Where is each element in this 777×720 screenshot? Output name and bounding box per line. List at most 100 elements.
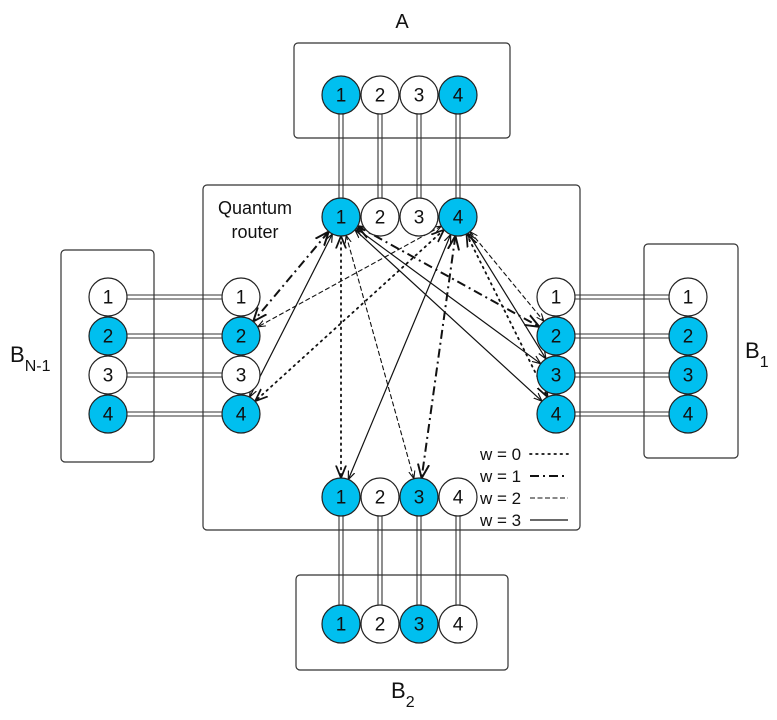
router-port-B1-2: 2	[536, 316, 576, 356]
qubit-B2-1: 1	[321, 604, 361, 644]
router-port-B2-4: 4	[438, 477, 478, 517]
qubit-circle	[360, 477, 400, 517]
qubit-circle	[668, 316, 708, 356]
qubit-label: 1	[336, 615, 347, 636]
legend-label-w3: w = 3	[479, 511, 521, 530]
legend: w = 0 w = 1 w = 2 w = 3	[479, 445, 569, 530]
qubit-label: 3	[236, 366, 247, 387]
qubit-label: 1	[551, 288, 562, 309]
router-port-A-3: 3	[399, 197, 439, 237]
group-BN1-label: BN-1	[10, 342, 51, 375]
router-port-B2-3: 3	[399, 477, 439, 517]
qubit-label: 2	[375, 86, 386, 107]
qubit-label: 3	[414, 488, 425, 509]
qubit-label: 2	[375, 208, 386, 229]
qubit-A-1: 1	[321, 75, 361, 115]
qubit-circle	[321, 197, 361, 237]
qubit-label: 1	[103, 288, 114, 309]
qubit-circle	[399, 197, 439, 237]
router-port-B1-1: 1	[536, 277, 576, 317]
qubit-label: 3	[683, 366, 694, 387]
qubit-label: 4	[453, 488, 464, 509]
qubit-label: 2	[103, 327, 114, 348]
qubit-label: 1	[336, 208, 347, 229]
qubit-circle	[399, 604, 439, 644]
qubit-circle	[88, 277, 128, 317]
legend-label-w1: w = 1	[479, 467, 521, 486]
qubit-A-4: 4	[438, 75, 478, 115]
edge-A.4-B1.4-w0	[467, 234, 548, 397]
router-port-B1-4: 4	[536, 394, 576, 434]
qubit-circle	[399, 477, 439, 517]
qubit-circle	[438, 477, 478, 517]
router-edges	[250, 226, 548, 479]
qubit-label: 3	[103, 366, 114, 387]
group-B2-label: B2	[391, 678, 415, 711]
qubit-label: 1	[336, 86, 347, 107]
qubit-circle	[321, 477, 361, 517]
qubit-label: 2	[551, 327, 562, 348]
router-port-A-2: 2	[360, 197, 400, 237]
qubit-circle	[221, 355, 261, 395]
qubit-circle	[221, 394, 261, 434]
group-B1-label: B1	[745, 338, 769, 371]
qubit-BN1-4: 4	[88, 394, 128, 434]
qubit-circle	[438, 75, 478, 115]
qubit-circle	[321, 604, 361, 644]
qubit-circle	[360, 197, 400, 237]
router-port-BN1-3: 3	[221, 355, 261, 395]
qubit-B1-3: 3	[668, 355, 708, 395]
qubit-circle	[536, 316, 576, 356]
qubit-label: 1	[683, 288, 694, 309]
qubit-B2-3: 3	[399, 604, 439, 644]
qubit-label: 3	[414, 208, 425, 229]
router-port-B1-3: 3	[536, 355, 576, 395]
qubit-circle	[221, 316, 261, 356]
qubit-B1-2: 2	[668, 316, 708, 356]
qubit-B2-2: 2	[360, 604, 400, 644]
qubit-circle	[536, 355, 576, 395]
qubit-circle	[88, 316, 128, 356]
qubit-label: 4	[453, 208, 464, 229]
router-port-BN1-4: 4	[221, 394, 261, 434]
router-title: Quantum	[218, 198, 292, 218]
router-port-A-4: 4	[438, 197, 478, 237]
qubit-label: 4	[453, 615, 464, 636]
qubit-BN1-3: 3	[88, 355, 128, 395]
qubit-label: 4	[453, 86, 464, 107]
qubit-label: 2	[375, 488, 386, 509]
qubit-circle	[536, 277, 576, 317]
router-subtitle: router	[231, 222, 278, 242]
qubit-circle	[321, 75, 361, 115]
qubit-label: 2	[683, 327, 694, 348]
qubit-label: 2	[236, 327, 247, 348]
qubit-label: 4	[103, 405, 114, 426]
qubit-circle	[88, 394, 128, 434]
qubit-label: 4	[551, 405, 562, 426]
router-port-BN1-1: 1	[221, 277, 261, 317]
qubit-B1-1: 1	[668, 277, 708, 317]
qubit-label: 4	[683, 405, 694, 426]
fiber-links	[108, 95, 688, 624]
qubit-B1-4: 4	[668, 394, 708, 434]
qubit-label: 4	[236, 405, 247, 426]
qubit-B2-4: 4	[438, 604, 478, 644]
qubit-circle	[399, 75, 439, 115]
qubit-label: 3	[414, 615, 425, 636]
qubit-label: 2	[375, 615, 386, 636]
qubit-label: 3	[551, 366, 562, 387]
qubit-circle	[536, 394, 576, 434]
router-port-BN1-2: 2	[221, 316, 261, 356]
qubit-circle	[668, 394, 708, 434]
router-port-B2-1: 1	[321, 477, 361, 517]
router-port-B2-2: 2	[360, 477, 400, 517]
edge-A.4-B2.3-w1	[422, 236, 456, 478]
legend-label-w0: w = 0	[479, 445, 521, 464]
qubit-circle	[668, 355, 708, 395]
qubit-A-2: 2	[360, 75, 400, 115]
legend-label-w2: w = 2	[479, 489, 521, 508]
qubit-label: 1	[336, 488, 347, 509]
qubit-circle	[221, 277, 261, 317]
qubit-A-3: 3	[399, 75, 439, 115]
